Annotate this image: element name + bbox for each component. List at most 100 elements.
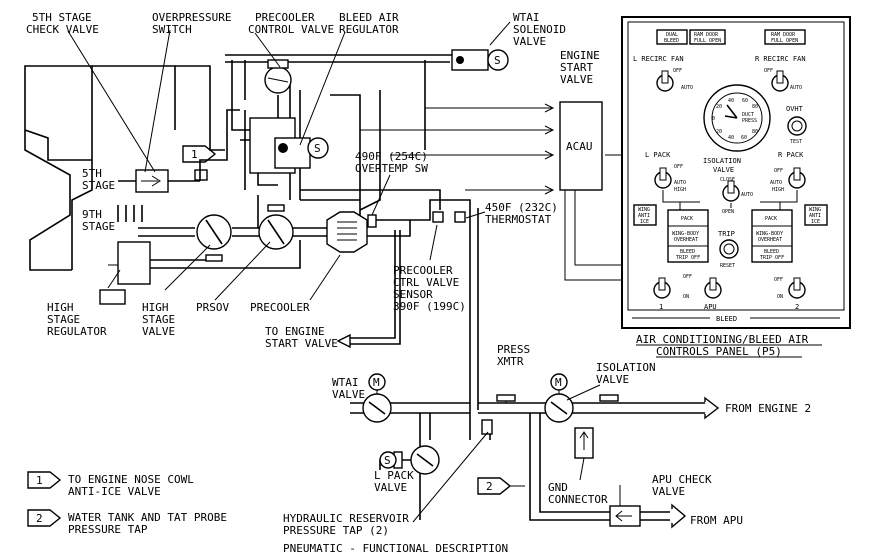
label-wtai-sol-3: VALVE — [513, 35, 546, 48]
bleed-2-number: 2 — [795, 303, 799, 311]
bleed-1-switch[interactable] — [653, 277, 671, 299]
label-hsv-2: STAGE — [142, 313, 175, 326]
leader-lines — [67, 21, 621, 523]
l-pack-switch[interactable] — [654, 167, 672, 189]
label-thermo-2: THERMOSTAT — [485, 213, 552, 226]
l-recirc-fan-switch[interactable] — [656, 70, 674, 92]
hydraulic-reservoir-tap — [481, 419, 493, 435]
apu-check-valve — [609, 505, 641, 527]
press-xmtr — [496, 394, 516, 403]
gauge-tick-5: 0 — [712, 116, 715, 122]
label-apu-check-2: VALVE — [652, 485, 685, 498]
label-stage5-2: STAGE — [82, 179, 115, 192]
wing-anti-ice-light-right — [804, 204, 828, 226]
label-pcv-1: PRECOOLER — [255, 11, 315, 24]
label-check5-1: 5TH STAGE — [32, 11, 92, 24]
gauge-tick-9: 80 — [752, 129, 758, 135]
note-1-number: 1 — [36, 474, 43, 487]
iso-valve-label-1: ISOLATION — [703, 157, 741, 165]
label-gnd-1: GND — [548, 481, 568, 494]
note-2-tag: 2 — [477, 477, 525, 495]
iso-valve-label-2: VALVE — [713, 166, 734, 174]
diagram-labels: 5TH STAGE CHECK VALVE OVERPRESSURE SWITC… — [26, 11, 811, 537]
apu-bleed-switch[interactable] — [704, 277, 722, 299]
bleed-2-on: ON — [777, 294, 783, 300]
right-wing-body-1: WING-BODY — [756, 231, 783, 237]
high-stage-regulator — [108, 241, 151, 285]
left-annunciator-stack — [667, 209, 709, 263]
label-stage9-1: 9TH — [82, 208, 102, 221]
label-overtemp-2: OVERTEMP SW — [355, 162, 428, 175]
apu-bleed-label: APU — [704, 303, 717, 311]
wai-right-1: WING — [809, 207, 821, 213]
note-1-line1: TO ENGINE NOSE COWL — [68, 473, 194, 486]
ram-door-left-text-2: FULL OPEN — [694, 38, 721, 44]
label-hyd-1: HYDRAULIC RESERVOIR — [283, 512, 409, 525]
ovht-test-button[interactable] — [787, 116, 807, 136]
panel-title-2: CONTROLS PANEL (P5) — [656, 345, 782, 358]
label-from-apu: FROM APU — [690, 514, 743, 527]
bleed-1-off: OFF — [683, 274, 692, 280]
label-pcvs-3: SENSOR — [393, 288, 433, 301]
prsov-valve — [258, 204, 294, 250]
l-pack-auto: AUTO — [674, 180, 686, 186]
label-check5-2: CHECK VALVE — [26, 23, 99, 36]
right-bleed-trip-2: TRIP OFF — [760, 255, 784, 261]
bleed-panel-label: BLEED — [716, 315, 737, 323]
label-hsv-1: HIGH — [142, 301, 169, 314]
acau-unit: ACAU — [559, 101, 603, 191]
trip-reset-button[interactable] — [719, 239, 739, 259]
precooler-control-valve — [264, 59, 292, 118]
label-gnd-2: CONNECTOR — [548, 493, 608, 506]
wtai-solenoid-valve: S — [451, 49, 509, 71]
label-ovp-1: OVERPRESSURE — [152, 11, 231, 24]
wai-left-2: ANTI — [638, 213, 650, 219]
left-pack-light: PACK — [681, 216, 693, 222]
gauge-tick-6: 20 — [716, 129, 722, 135]
iso-auto-label: AUTO — [741, 192, 753, 198]
high-stage-valve — [196, 214, 232, 262]
gauge-tick-7: 40 — [728, 135, 734, 141]
isolation-valve-switch[interactable] — [722, 180, 740, 202]
label-toesv-2: START VALVE — [265, 337, 338, 350]
left-wing-body-2: OVERHEAT — [674, 237, 698, 243]
iso-valve-tap — [599, 394, 619, 402]
gauge-label-1: DUCT — [742, 112, 754, 118]
label-iso-1: ISOLATION — [596, 361, 656, 374]
note-1-line2: ANTI-ICE VALVE — [68, 485, 161, 498]
engine-outline — [24, 65, 211, 305]
trip-reset-label: RESET — [720, 263, 735, 269]
left-bleed-trip-1: BLEED — [680, 249, 695, 255]
l-recirc-off: OFF — [673, 68, 682, 74]
label-precooler: PRECOOLER — [250, 301, 310, 314]
bleed-2-off: OFF — [774, 277, 783, 283]
r-recirc-fan-switch[interactable] — [771, 70, 789, 92]
note-2-tag-number: 2 — [486, 480, 493, 493]
inlet-arrows — [671, 396, 720, 529]
label-press-1: PRESS — [497, 343, 530, 356]
r-pack-switch[interactable] — [788, 167, 806, 189]
isolation-valve: M — [544, 373, 574, 423]
label-hsr-3: REGULATOR — [47, 325, 107, 338]
isolation-valve-motor: M — [555, 376, 562, 389]
gauge-tick-3: 60 — [742, 98, 748, 104]
wtai-valve-motor: M — [373, 376, 380, 389]
bleed-air-regulator: S — [249, 117, 329, 174]
r-pack-high: HIGH — [772, 187, 784, 193]
bleed-2-switch[interactable] — [788, 277, 806, 299]
gauge-tick-4: 80 — [752, 104, 758, 110]
lower-duct-network — [350, 402, 705, 521]
r-pack-off: OFF — [774, 168, 783, 174]
l-pack-valve: S — [379, 445, 440, 475]
bleed-1-on: ON — [683, 294, 689, 300]
trip-label: TRIP — [718, 230, 735, 238]
wai-right-2: ANTI — [809, 213, 821, 219]
precooler-hx — [326, 211, 377, 253]
iso-open-label: OPEN — [722, 209, 734, 215]
ovht-label: OVHT — [786, 105, 804, 113]
acau-signal-lines — [360, 103, 655, 281]
regulator-dot — [278, 143, 288, 153]
label-prsov: PRSOV — [196, 301, 229, 314]
left-wing-body-1: WING-BODY — [672, 231, 699, 237]
